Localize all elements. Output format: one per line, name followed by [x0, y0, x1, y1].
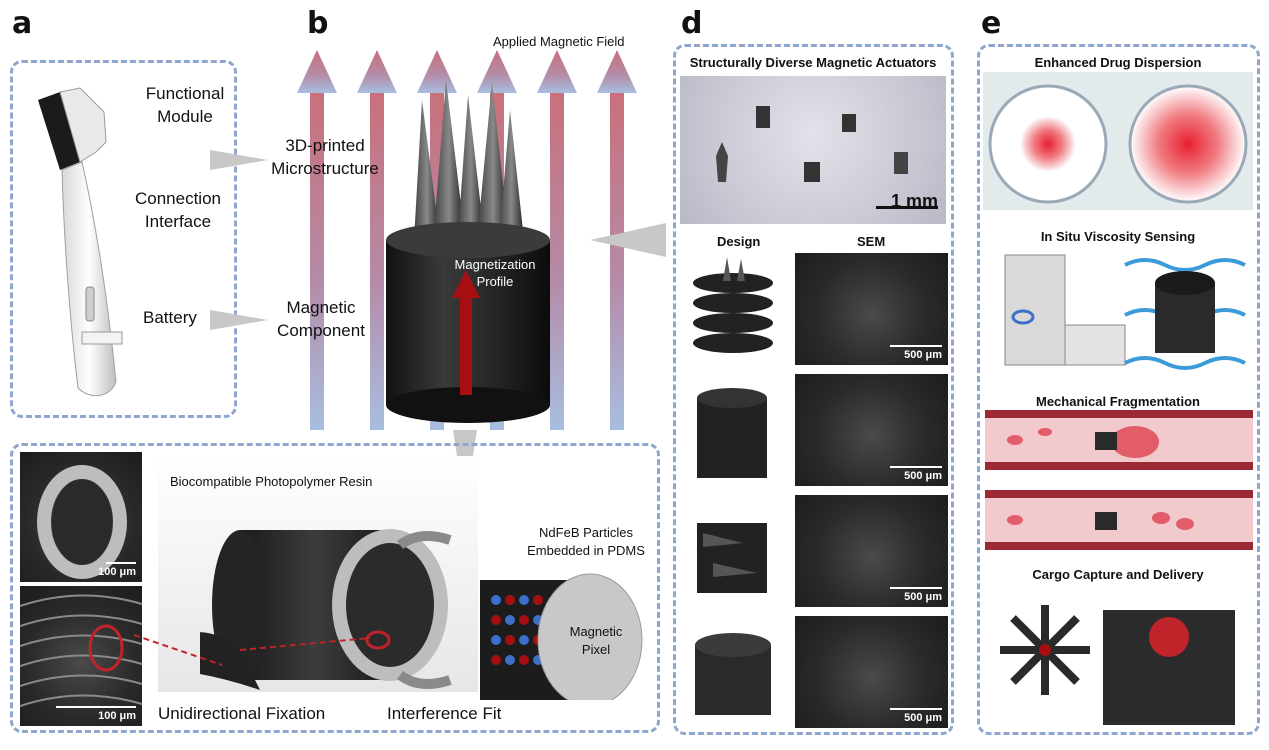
label-interference-fit: Interference Fit [387, 704, 502, 723]
dashed-callout-line [134, 634, 223, 666]
scale-label-top: 100 μm [98, 566, 136, 578]
sem-image-4: 500 μm [795, 616, 948, 728]
sem-scale-1: 500 μm [904, 349, 942, 361]
design-render-4 [695, 633, 771, 715]
sem-scale-2: 500 μm [904, 470, 942, 482]
panel-a-frame [10, 60, 237, 418]
column-header-sem: SEM [857, 234, 886, 249]
label-ndfeb-particles: NdFeB Particles Embedded in PDMS [527, 525, 645, 559]
sem-ring-image: 100 μm [20, 452, 142, 582]
sem-scale-4: 500 μm [904, 712, 942, 724]
design-render-3 [697, 523, 767, 593]
panel-letter-a: a [12, 6, 33, 41]
scale-label-bottom: 100 μm [98, 710, 136, 722]
handheld-device-illustration [38, 87, 123, 397]
label-applied-field: Applied Magnetic Field [493, 34, 625, 49]
panel-letter-e: e [981, 6, 1002, 41]
pointer-arrow-right [590, 223, 666, 257]
design-render-1 [693, 257, 773, 353]
actuators-photo: 1 mm [680, 76, 946, 224]
label-battery: Battery [143, 308, 197, 327]
pointer-arrow-magnetic [210, 310, 268, 330]
drug-dispersion-illustration [983, 72, 1253, 210]
label-connection-interface: Connection Interface [134, 189, 221, 231]
label-cargo-capture: Cargo Capture and Delivery [1032, 567, 1204, 582]
sem-image-2: 500 μm [795, 374, 948, 486]
sem-image-3: 500 μm [795, 495, 948, 607]
column-header-design: Design [717, 234, 761, 249]
panel-d-frame [673, 44, 954, 735]
label-magnetic-pixel: Magnetic Pixel [569, 624, 623, 658]
label-magnetization-profile: Magnetization Profile [454, 257, 536, 289]
panel-c-frame [10, 443, 660, 733]
actuator-cylinder [386, 80, 550, 423]
label-magnetic-component: Magnetic Component [277, 298, 365, 340]
label-functional-module: Functional Module [145, 84, 225, 126]
pointer-arrow-microstructure [210, 150, 268, 170]
sem-scale-3: 500 μm [904, 591, 942, 603]
label-viscosity-sensing: In Situ Viscosity Sensing [1040, 229, 1196, 244]
cargo-illustration [1000, 605, 1235, 725]
assembly-illustration [200, 529, 643, 700]
sem-surface-image: 100 μm [20, 586, 142, 726]
panel-letter-b: b [307, 6, 329, 41]
panel-e-frame [977, 44, 1260, 735]
fragmentation-illustration [985, 410, 1253, 550]
label-3d-microstructure: 3D-printed Microstructure [271, 136, 379, 178]
sem-image-1: 500 μm [795, 253, 948, 365]
panel-letter-d: d [681, 6, 703, 41]
viscosity-illustration [1004, 254, 1246, 370]
label-resin: Biocompatible Photopolymer Resin [170, 474, 373, 489]
panel-d-title: Structurally Diverse Magnetic Actuators [689, 55, 937, 70]
label-drug-dispersion: Enhanced Drug Dispersion [1034, 55, 1202, 70]
label-mechanical-fragmentation: Mechanical Fragmentation [1036, 394, 1200, 409]
photo-scale-label: 1 mm [890, 191, 938, 211]
design-render-2 [697, 388, 767, 478]
label-unidirectional-fixation: Unidirectional Fixation [158, 704, 326, 723]
